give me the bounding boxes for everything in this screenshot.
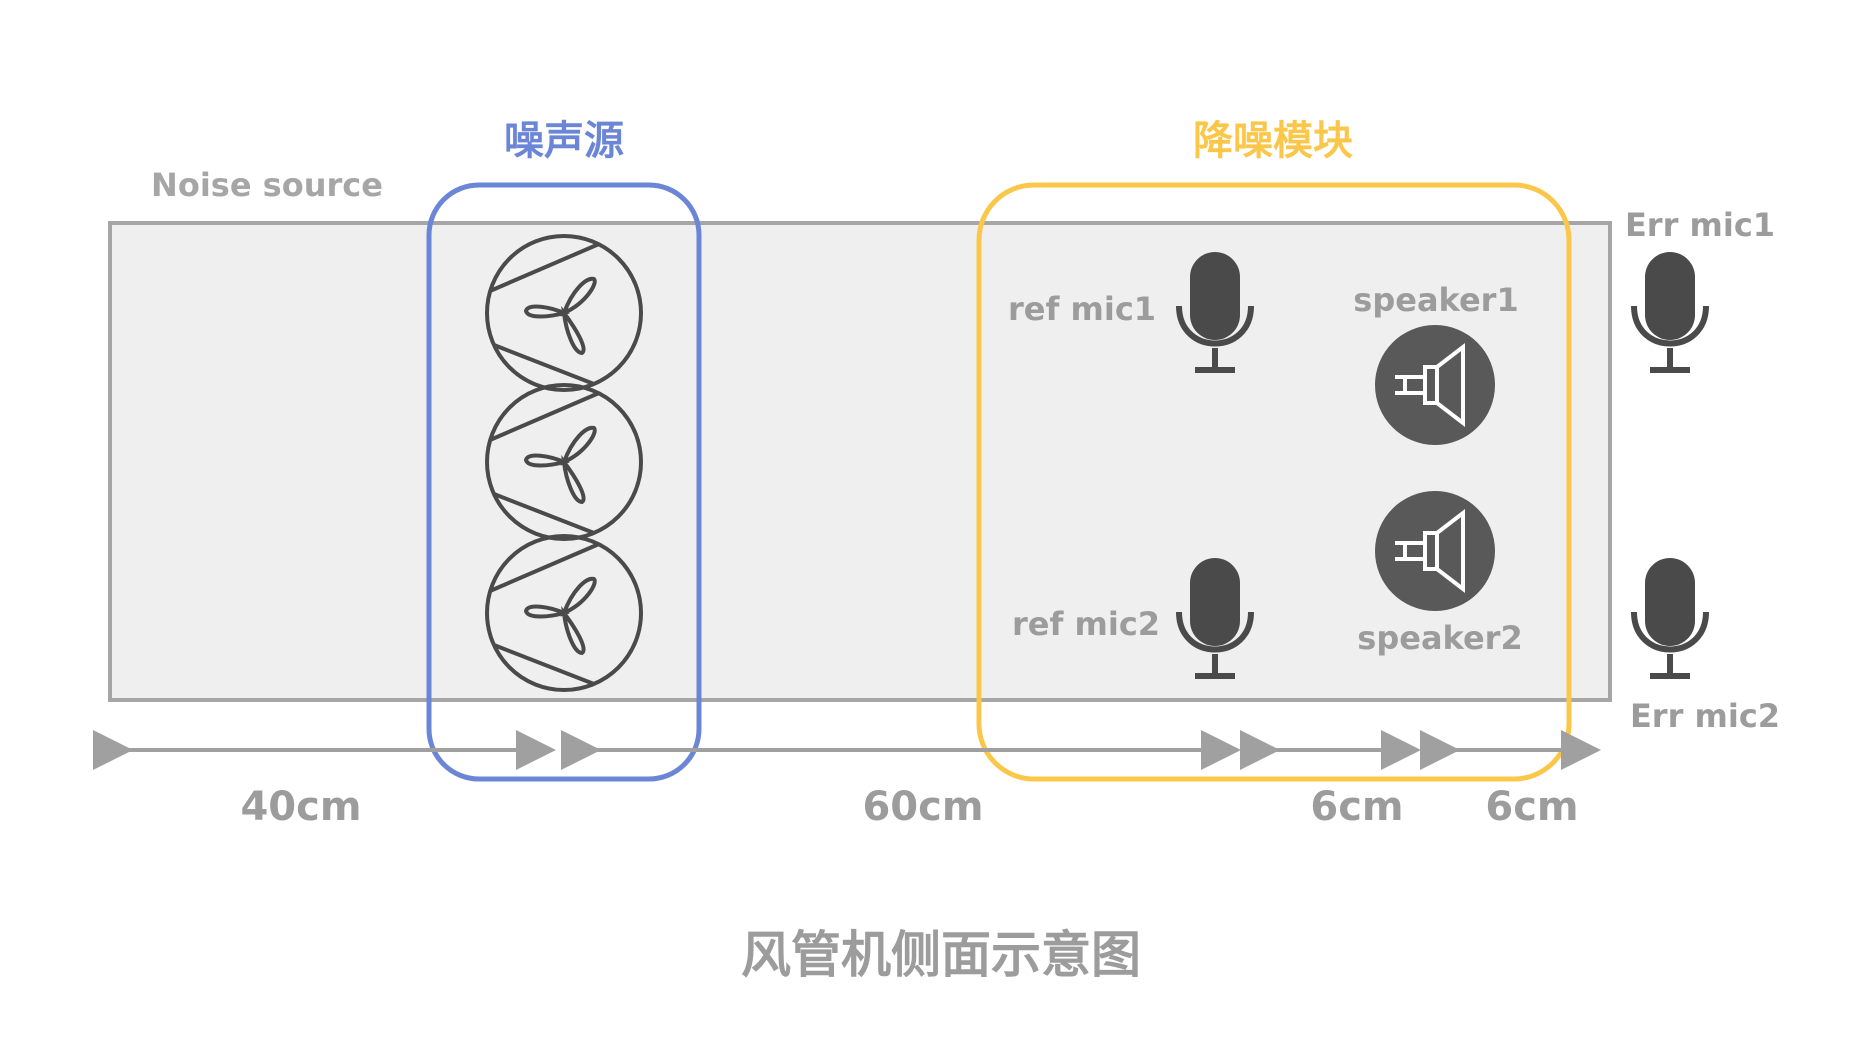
duct-body [108,221,1612,702]
err-mic1-label: Err mic1 [1625,206,1775,244]
noise-reduction-module-box [976,182,1572,782]
noise-source-label: Noise source [151,166,383,204]
speaker1-icon [1373,323,1497,447]
err-mic1-icon [1634,252,1706,370]
speaker1-label: speaker1 [1353,281,1518,319]
dimension-label-6cm-a: 6cm [1310,784,1403,830]
ref-mic2-label: ref mic2 [1012,605,1160,643]
speaker2-label: speaker2 [1357,619,1522,657]
noise-source-title: 噪声源 [504,118,624,164]
diagram-caption: 风管机侧面示意图 [741,926,1141,984]
noise-source-box [426,182,702,782]
dimension-label-6cm-b: 6cm [1485,784,1578,830]
dimension-label-40cm: 40cm [240,784,361,830]
speaker2-icon [1373,489,1497,613]
module-title: 降噪模块 [1193,118,1353,164]
ref-mic1-label: ref mic1 [1008,290,1156,328]
err-mic2-icon [1634,558,1706,676]
dimension-label-60cm: 60cm [862,784,983,830]
err-mic2-label: Err mic2 [1630,697,1780,735]
